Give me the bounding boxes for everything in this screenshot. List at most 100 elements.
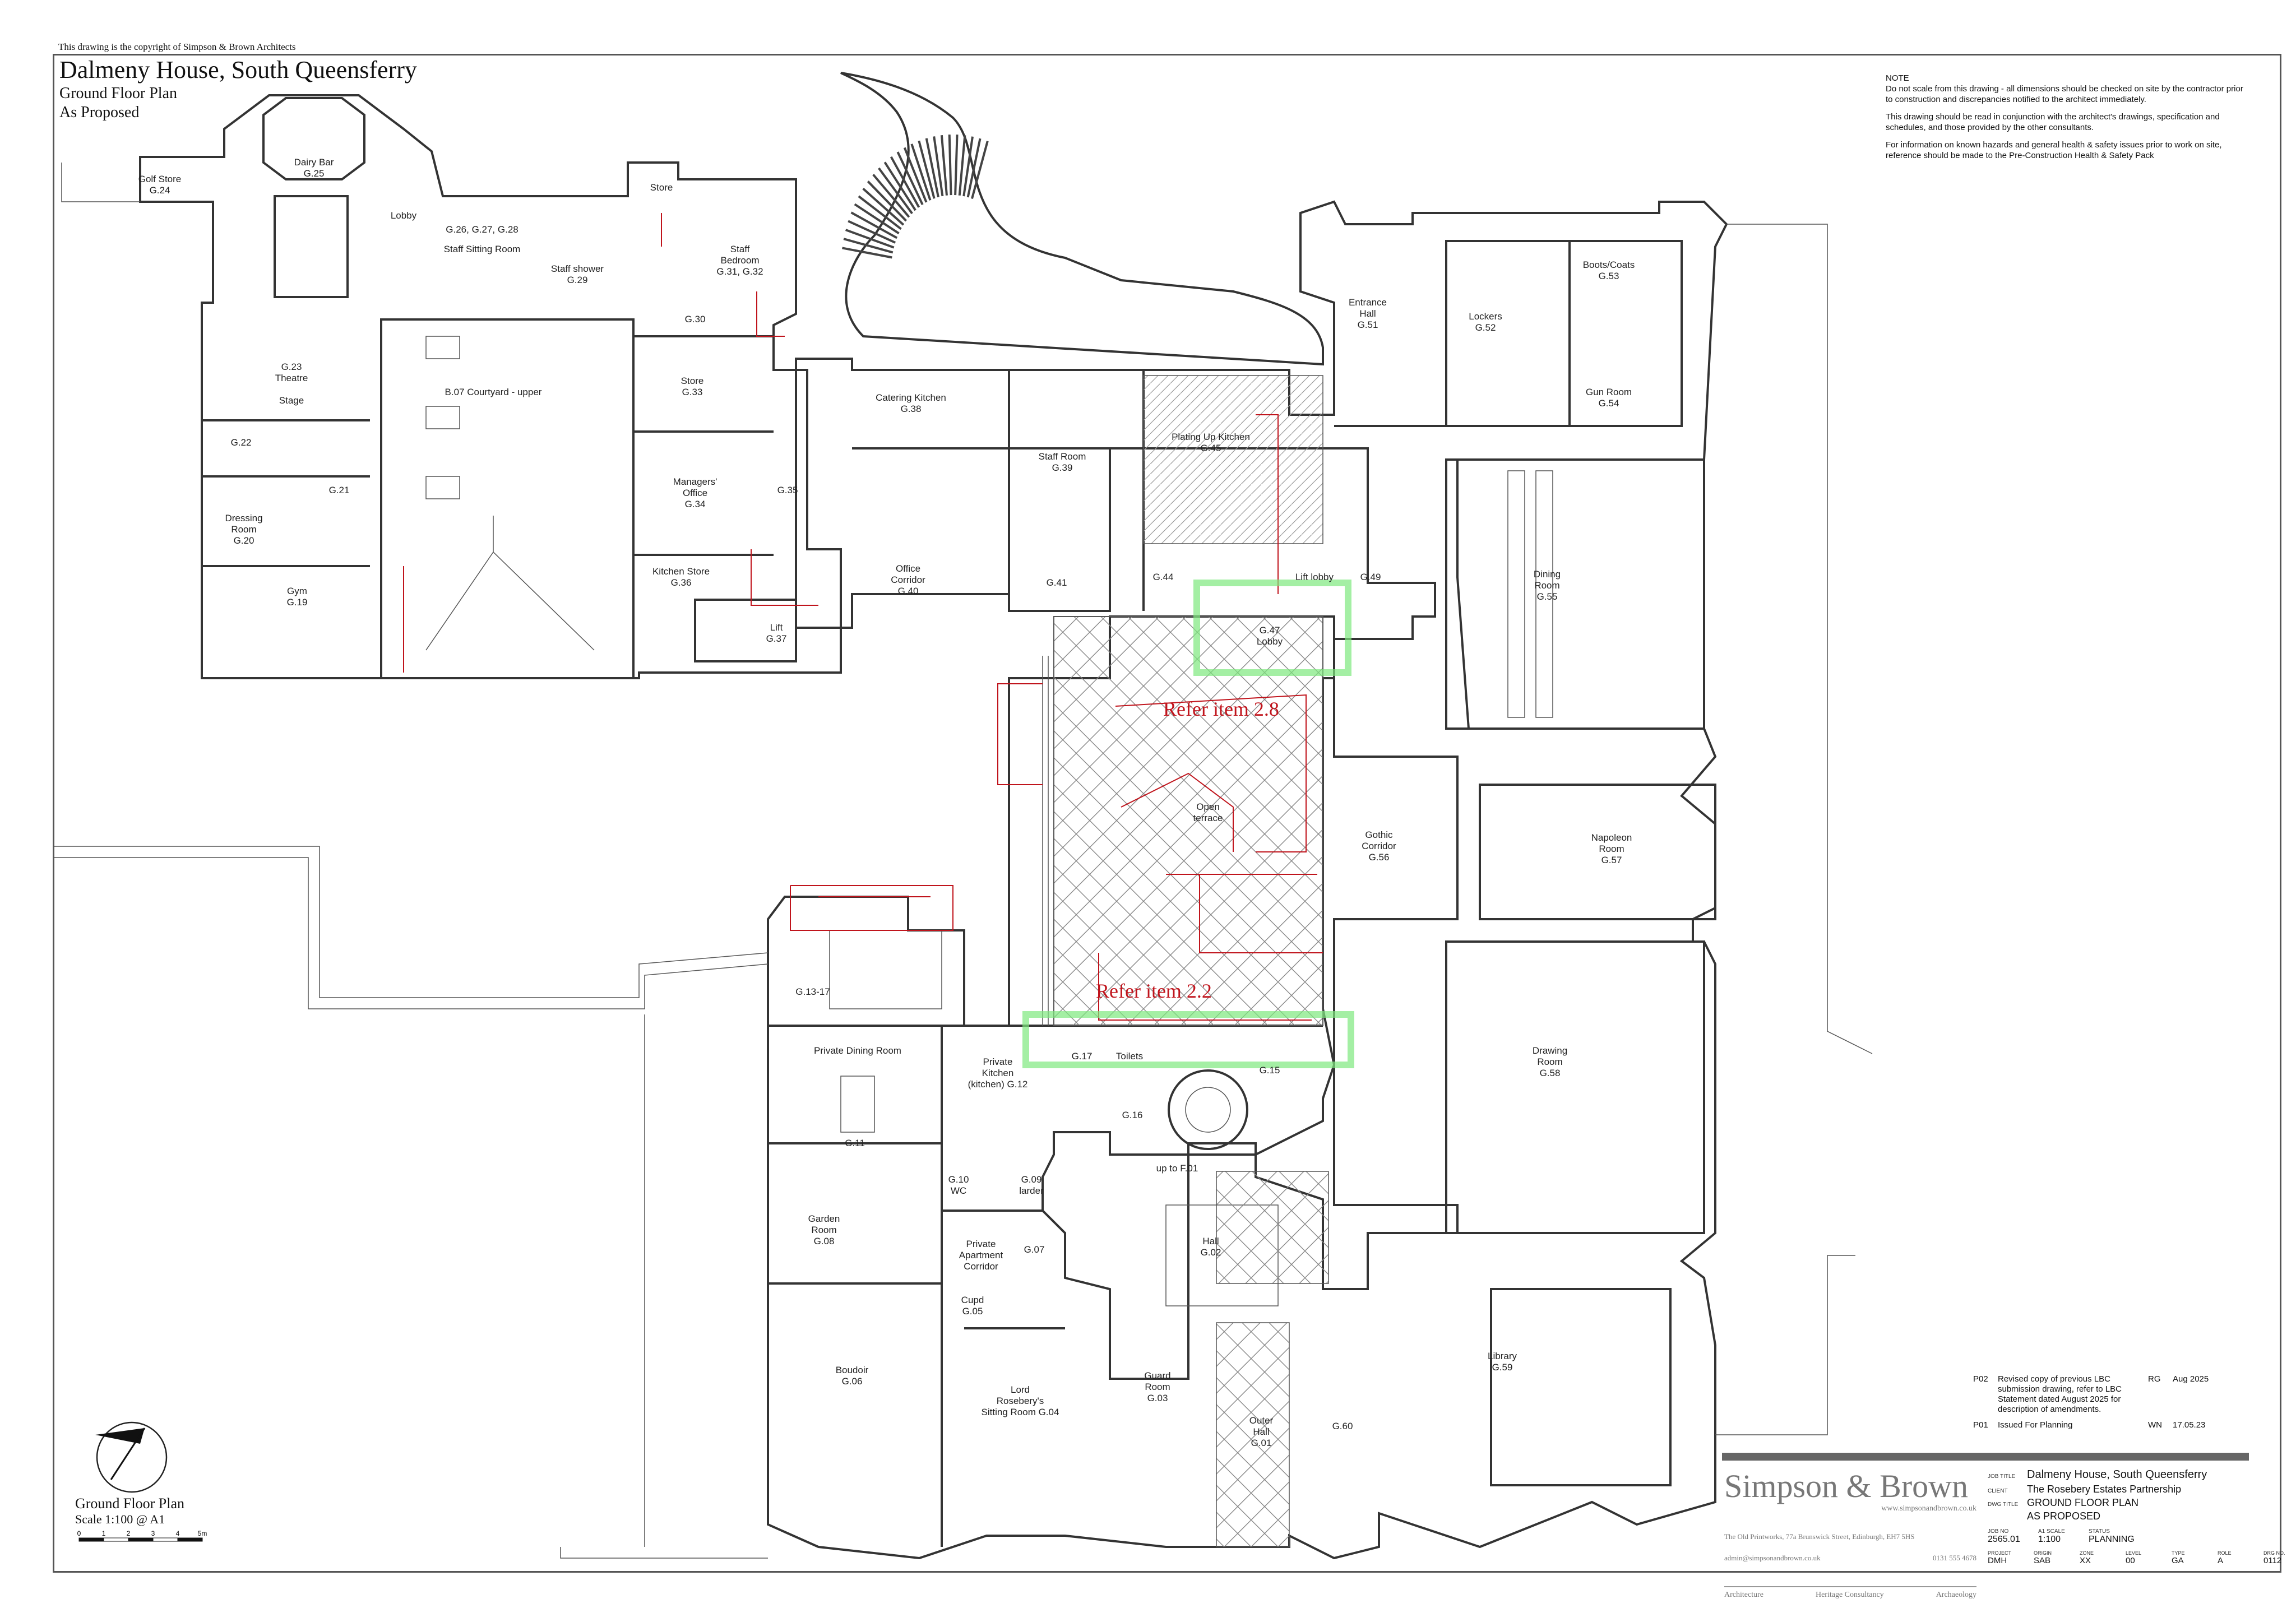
room-label-courtyard: B.07 Courtyard - upper (445, 387, 542, 397)
notes-heading: NOTE (1886, 73, 1909, 83)
note-health-safety: For information on known hazards and gen… (1886, 140, 2222, 160)
scale-bar-segment (152, 1537, 178, 1542)
room-label-dairy: Dairy Bar (294, 157, 334, 168)
room-label-napoleon: Napoleon (1591, 832, 1632, 843)
room-label-terrace: terrace (1193, 813, 1223, 823)
room-label-guard: Guard (1144, 1370, 1170, 1381)
dwg-title-row-2: AS PROPOSED (1988, 1510, 2246, 1522)
scale-bar-segment (103, 1537, 129, 1542)
service-wing-walls (139, 94, 842, 679)
revision-code: P02 (1973, 1374, 1988, 1384)
room-label-staffbed: Staff (730, 244, 750, 254)
title-block-frame (1722, 1453, 2249, 1585)
room-label-g44: G.44 (1153, 572, 1174, 582)
room-label-terrace: Open (1196, 801, 1220, 812)
room-label-staffbed: G.31, G.32 (716, 266, 763, 277)
room-label-drawing: Room (1537, 1056, 1562, 1067)
firm-disciplines: Architecture Heritage Consultancy Archae… (1724, 1586, 1976, 1600)
room-label-staffshower: Staff shower (551, 263, 604, 274)
room-label-plating: Plating Up Kitchen (1172, 432, 1250, 442)
scale-plan-title: Ground Floor Plan (75, 1495, 184, 1512)
sheet-border (53, 54, 2281, 1573)
room-label-g21: G.21 (329, 485, 350, 495)
room-label-gunroom: G.54 (1599, 398, 1619, 409)
scale-tick-label: 0 (77, 1530, 81, 1537)
revision-date: Aug 2025 (2173, 1374, 2209, 1384)
room-label-g35: G.35 (777, 485, 798, 495)
room-label-privkit: (kitchen) G.12 (968, 1079, 1028, 1090)
note-scale: Do not scale from this drawing - all dim… (1886, 84, 2243, 104)
room-label-golf: Golf Store (138, 174, 182, 184)
room-label-napoleon: G.57 (1601, 855, 1622, 865)
drawing-details: JOB TITLE Dalmeny House, South Queensfer… (1988, 1468, 2285, 1565)
drawing-subtitle-status: As Proposed (59, 104, 140, 121)
room-label-lockers: G.52 (1475, 322, 1496, 333)
room-label-dining: Room (1534, 580, 1559, 591)
room-label-entrance: Entrance (1349, 297, 1387, 308)
highlight-box-item-2-8 (1193, 580, 1351, 676)
revision-author: WN (2148, 1420, 2162, 1430)
room-label-guard: G.03 (1147, 1393, 1168, 1403)
room-label-g22: G.22 (231, 437, 252, 448)
room-label-catering: G.38 (901, 404, 922, 414)
job-title-value: Dalmeny House, South Queensferry (2027, 1468, 2207, 1481)
scale-tick-label: 3 (151, 1530, 155, 1537)
firm-email: admin@simpsonandbrown.co.uk (1724, 1554, 1821, 1562)
room-label-dining: G.55 (1537, 591, 1558, 602)
room-label-store33: G.33 (682, 387, 703, 397)
room-label-lift37: G.37 (766, 633, 787, 644)
room-label-managers: Office (683, 488, 707, 498)
room-label-store1: Store (650, 182, 673, 193)
scale-tick-label: 2 (127, 1530, 131, 1537)
room-label-g11: G.11 (845, 1138, 865, 1148)
dwg-title-key: DWG TITLE (1988, 1501, 2019, 1508)
scale-value: 1:100 (2038, 1535, 2061, 1544)
room-label-g49: G.49 (1360, 572, 1381, 582)
room-label-g17: G.17 (1072, 1051, 1093, 1062)
revision-author: RG (2148, 1374, 2161, 1384)
room-label-office: Office (896, 563, 920, 574)
room-label-drawing: G.58 (1540, 1068, 1561, 1078)
room-label-g10: WC (951, 1185, 966, 1196)
room-label-gothic: Corridor (1362, 841, 1396, 851)
room-label-golf: G.24 (150, 185, 170, 196)
discipline-archaeology: Archaeology (1936, 1591, 1976, 1599)
job-no-key: JOB NO (1988, 1528, 2009, 1535)
job-scale-status: JOB NO 2565.01 A1 SCALE 1:100 STATUS PLA… (1988, 1528, 2246, 1545)
drawing-subtitle-plan: Ground Floor Plan (59, 85, 177, 102)
room-label-entrance: Hall (1359, 308, 1376, 319)
status-key: STATUS (2089, 1528, 2110, 1535)
room-label-privapt: Private (966, 1239, 996, 1249)
room-label-g262728: G.26, G.27, G.28 (446, 224, 518, 235)
room-label-lift37: Lift (770, 622, 783, 633)
room-label-g07: G.07 (1024, 1244, 1045, 1255)
room-label-managers: Managers' (673, 476, 718, 487)
code-drgno: DRG NO.0112 (2263, 1550, 2285, 1565)
room-label-theatre: G.23 (281, 362, 302, 372)
open-terrace-hatch (1042, 375, 1329, 1547)
room-label-stage: Stage (279, 395, 304, 406)
room-label-lockers: Lockers (1469, 311, 1502, 322)
room-label-gym: G.19 (287, 597, 308, 608)
room-label-gunroom: Gun Room (1586, 387, 1632, 397)
discipline-architecture: Architecture (1724, 1591, 1763, 1599)
room-label-catering: Catering Kitchen (876, 392, 946, 403)
room-label-g16: G.16 (1122, 1110, 1143, 1120)
room-label-dining: Dining (1534, 569, 1561, 580)
room-label-napoleon: Room (1599, 844, 1624, 854)
room-label-plating: G.45 (1201, 443, 1221, 453)
room-label-boots: G.53 (1599, 271, 1619, 281)
room-label-g09: larder (1019, 1185, 1044, 1196)
room-label-drawing: Drawing (1533, 1045, 1567, 1056)
firm-logo-text: Simpson & Brown (1724, 1468, 1969, 1504)
proposal-red-lines (403, 213, 1323, 1021)
firm-address: The Old Printworks, 77a Brunswick Street… (1724, 1532, 1915, 1541)
